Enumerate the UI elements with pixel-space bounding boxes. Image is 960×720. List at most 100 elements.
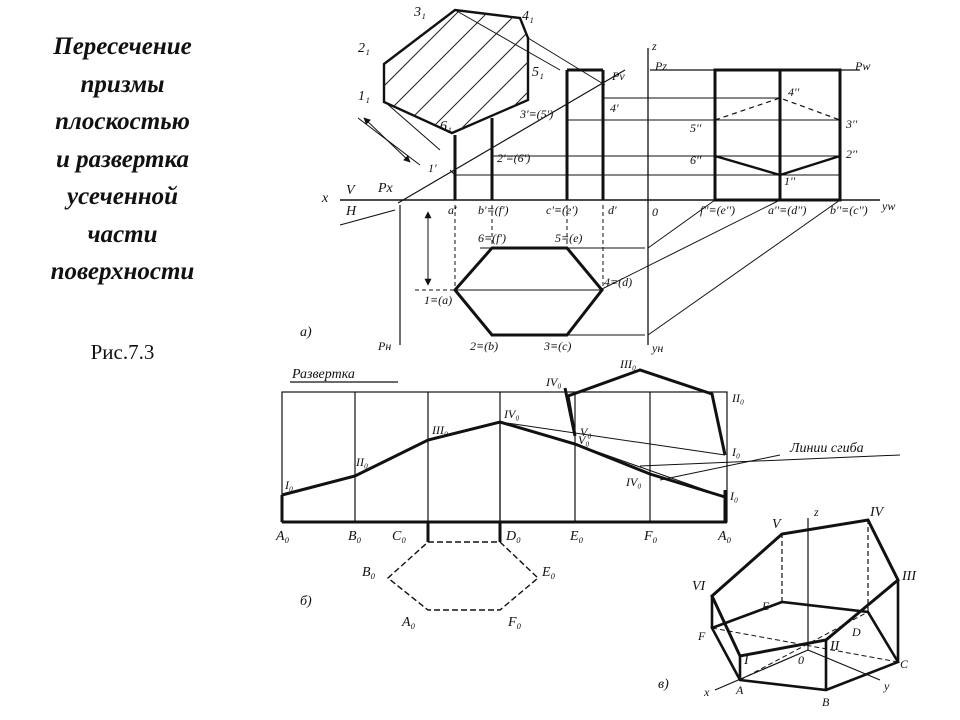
plan-link <box>599 199 781 291</box>
axo-section-polygon <box>710 518 900 658</box>
dev-sec-ii0: II₀ <box>731 391 744 405</box>
axo-hidden-line <box>739 611 869 681</box>
label-axis-v: V <box>346 183 356 198</box>
label-plan-5: 5≡(e) <box>555 231 582 245</box>
title-line-3: плоскостью <box>55 108 190 135</box>
axonometric-group <box>710 518 900 692</box>
label-section-5: 5₁ <box>532 65 544 80</box>
plan-link <box>647 199 716 249</box>
dev-sec-v0: V₀ <box>580 425 592 439</box>
label-base-c: c'≡(e') <box>546 203 578 217</box>
axo-base-a: A <box>735 683 744 697</box>
label-base-a: a' <box>448 203 457 217</box>
dev-bottom-a0: A₀ <box>401 615 416 630</box>
axo-axis-y: y <box>883 679 890 693</box>
axo-top-iii: III <box>901 569 917 584</box>
dev-base-a0: A₀ <box>275 529 290 544</box>
axo-top-ii: II <box>829 639 841 654</box>
dev-fold-i0-2: I₀ <box>729 489 738 503</box>
label-section-3: 3₁ <box>413 5 426 20</box>
dev-fold-line <box>574 443 726 498</box>
axo-base-c: C <box>900 657 909 671</box>
dev-fold-v0: V₀ <box>578 433 590 447</box>
profile-frame <box>713 68 842 202</box>
label-profile-1: 1'' <box>784 174 796 188</box>
dev-sec-iv0: IV₀ <box>545 375 562 389</box>
label-profile-6: 6'' <box>690 153 702 167</box>
dev-title: Развертка <box>291 367 355 382</box>
dev-bottom-e0: E₀ <box>541 565 556 580</box>
label-plan-6: 6≡(f') <box>478 231 506 245</box>
axo-axis-z: z <box>813 505 819 519</box>
title-line-5: усеченной <box>66 183 178 210</box>
label-ph: Pн <box>377 339 391 353</box>
label-profile-3: 3'' <box>845 117 858 131</box>
label-axis-z: z <box>651 39 657 53</box>
label-axis-yw: yw <box>881 199 895 213</box>
label-axis-x: x <box>321 191 329 206</box>
label-profile-5: 5'' <box>690 121 702 135</box>
dev-base-f0: F₀ <box>643 529 658 544</box>
dev-bottom-b0: B₀ <box>362 565 376 580</box>
profile-section-upper <box>714 97 841 121</box>
label-part-a: а) <box>300 325 312 340</box>
guide-line <box>527 37 606 86</box>
axo-base-d: D <box>851 625 861 639</box>
label-plan-4: 4≡(d) <box>604 275 632 289</box>
title-line-4: и развертка <box>55 145 190 173</box>
guide-line <box>384 101 441 151</box>
profile-section-lower <box>714 154 841 177</box>
label-base-b: b'≡(f') <box>478 203 509 217</box>
development-labels: Развертка A₀ B₀ C₀ D₀ E₀ F₀ A₀ I₀ II₀ II… <box>275 357 864 630</box>
dev-fold-iv0-2: IV₀ <box>625 475 642 489</box>
label-profile-2: 2'' <box>846 147 858 161</box>
dev-base-b0: B₀ <box>348 529 362 544</box>
label-pz: Pz <box>654 59 667 73</box>
axo-base-f: F <box>697 629 706 643</box>
label-plan-1: 1≡(a) <box>424 293 452 307</box>
guide-line <box>454 9 561 71</box>
plan-hexagon <box>453 246 604 337</box>
label-plan-3: 3≡(c) <box>543 339 571 353</box>
label-section-6: 6₁ <box>440 119 452 134</box>
dev-part-label: б) <box>300 594 312 609</box>
axo-base-b: B <box>822 695 830 709</box>
dev-base-a0-end: A₀ <box>717 529 732 544</box>
projections-group <box>339 8 880 345</box>
dev-fold-pointer <box>639 454 901 467</box>
axo-top-v: V <box>772 517 782 532</box>
dev-section-top <box>563 368 727 456</box>
dimension-arrow <box>363 117 411 163</box>
front-link <box>449 169 456 176</box>
label-section-4: 4₁ <box>522 9 534 24</box>
label-px: Px <box>377 181 394 196</box>
title-line-6: части <box>87 220 158 248</box>
section-hexagon <box>382 8 530 135</box>
axo-x-axis <box>714 649 809 691</box>
dev-fold-iv0: IV₀ <box>503 407 520 421</box>
title-line-7: поверхности <box>50 258 195 285</box>
label-section-1: 1₁ <box>358 89 370 104</box>
pv-trace <box>397 69 626 204</box>
axo-axis-x: x <box>703 685 710 699</box>
label-section-2: 2₁ <box>358 41 370 56</box>
dev-bottom-f0: F₀ <box>507 615 522 630</box>
development-group <box>280 368 901 611</box>
label-front-4: 4' <box>610 101 619 115</box>
label-pv: Pv <box>611 69 625 83</box>
dev-section-line <box>281 420 726 499</box>
title-line-1: Пересечение <box>53 33 192 60</box>
label-profile-base-1: f''≡(e'') <box>700 203 735 217</box>
axo-top-i: I <box>743 653 750 668</box>
label-origin: 0 <box>652 205 658 219</box>
dev-bottom-hexagon <box>386 541 540 611</box>
dev-sec-iii0: III₀ <box>619 357 636 371</box>
plan-link <box>647 199 841 336</box>
dev-fold-pointer <box>659 454 781 481</box>
label-front-3: 3'≡(5') <box>519 107 553 121</box>
label-profile-base-3: b''≡(c'') <box>830 203 868 217</box>
label-plan-2: 2≡(b) <box>470 339 498 353</box>
dev-base-d0: D₀ <box>505 529 521 544</box>
ph-diagonal <box>339 209 396 226</box>
